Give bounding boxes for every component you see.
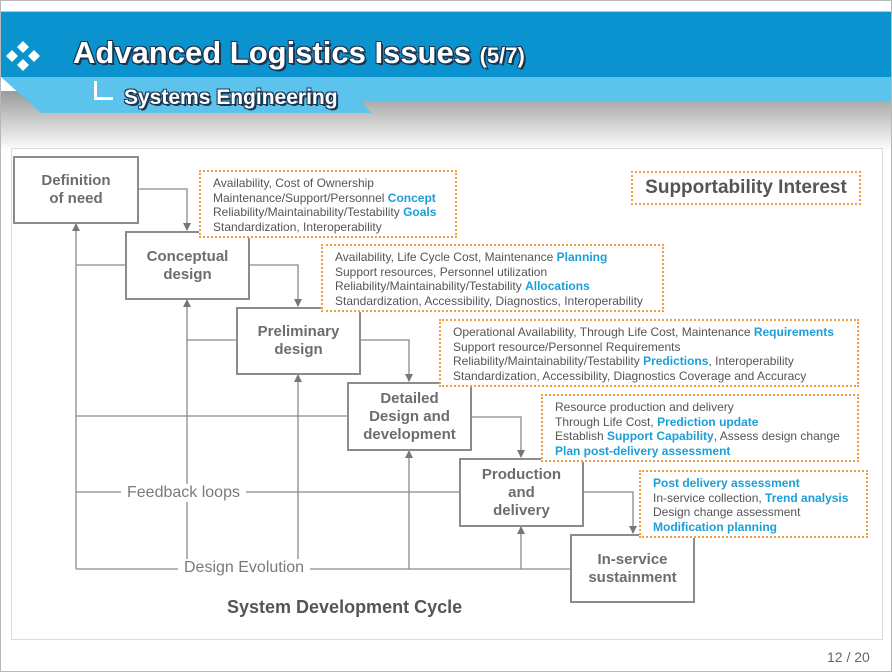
note-text: Standardization, Accessibility, Diagnost… [453,368,807,383]
diamond-bullet-icon [6,41,40,71]
stage-conceptual-design: Conceptual design [125,231,250,300]
note-text: , Interoperability [708,354,794,369]
note-keyword: Planning [556,250,608,264]
flow-arrow [360,339,413,382]
note-keyword: Plan post-delivery assessment [555,443,731,458]
note-preliminary: Availability, Life Cycle Cost, Maintenan… [321,244,664,312]
note-line: Modification planning [653,520,860,535]
note-text: Reliability/Maintainability/Testability [335,279,526,294]
page-subtitle: Systems Engineering [124,86,338,109]
note-line: Maintenance/Support/Personnel Concept [213,191,449,206]
note-text: Design change assessment [653,505,801,520]
note-text: In-service collection, [653,490,766,505]
header-graphic [1,9,891,151]
note-keyword: Goals [403,205,437,220]
note-text: Availability, Cost of Ownership [213,176,374,190]
note-text: Through Life Cost, [555,414,658,429]
supportability-interest-label: Supportability Interest [631,171,861,205]
note-line: Availability, Life Cycle Cost, Maintenan… [335,250,656,265]
note-text: Reliability/Maintainability/Testability [213,205,404,220]
flow-arrow [583,491,637,534]
diagram-caption: System Development Cycle [227,597,463,617]
note-text: Maintenance/Support/Personnel [213,190,388,205]
note-line: Design change assessment [653,505,860,520]
note-text: Resource production and delivery [555,400,734,414]
note-text: , Assess design change [713,429,840,444]
stage-preliminary-design: Preliminary design [236,307,361,375]
stage-definition-of-need: Definition of need [13,156,139,224]
note-line: Availability, Cost of Ownership [213,176,449,191]
page-number: 12 / 20 [827,649,870,665]
note-text: Support resources, Personnel utilization [335,264,548,279]
flow-arrow [471,416,525,458]
note-text: Operational Availability, Through Life C… [453,325,754,339]
note-text: Standardization, Accessibility, Diagnost… [335,293,643,308]
note-keyword: Post delivery assessment [653,476,800,490]
note-text: Reliability/Maintainability/Testability [453,354,644,369]
note-detailed: Operational Availability, Through Life C… [439,319,859,387]
note-line: Standardization, Interoperability [213,220,449,235]
note-line: Standardization, Accessibility, Diagnost… [453,369,851,384]
note-line: Plan post-delivery assessment [555,444,851,459]
note-line: Resource production and delivery [555,400,851,415]
note-line: Support resources, Personnel utilization [335,265,656,280]
stage-in-service-sustainment: In-service sustainment [570,534,695,603]
note-text: Standardization, Interoperability [213,219,382,234]
note-line: Reliability/Maintainability/Testability … [453,354,851,369]
note-line: Operational Availability, Through Life C… [453,325,851,340]
note-line: Through Life Cost, Prediction update [555,415,851,430]
note-keyword: Allocations [525,279,590,294]
subtitle-band [1,77,891,113]
stage-detailed-design: Detailed Design and development [347,382,472,451]
note-text: Support resource/Personnel Requirements [453,339,681,354]
header-band [1,11,891,77]
note-text: Establish [555,429,608,444]
design-evolution-label: Design Evolution [178,559,311,577]
note-line: Support resource/Personnel Requirements [453,340,851,355]
note-keyword: Support Capability [607,429,714,444]
note-keyword: Predictions [643,354,709,369]
note-keyword: Requirements [753,325,834,339]
note-keyword: Trend analysis [765,490,849,505]
note-keyword: Prediction update [657,414,759,429]
note-keyword: Concept [387,190,436,205]
note-line: Standardization, Accessibility, Diagnost… [335,294,656,309]
note-line: Reliability/Maintainability/Testability … [213,205,449,220]
note-line: Post delivery assessment [653,476,860,491]
flow-arrow [249,264,302,307]
stage-production-delivery: Production and delivery [459,458,584,527]
note-text: Availability, Life Cycle Cost, Maintenan… [335,250,557,264]
title-part: (5/7) [479,43,525,68]
page-title: Advanced Logistics Issues (5/7) [73,35,525,71]
flow-arrow [138,188,191,231]
subtitle-corner-icon [94,81,113,100]
note-line: Reliability/Maintainability/Testability … [335,279,656,294]
note-line: In-service collection, Trend analysis [653,491,860,506]
note-keyword: Modification planning [653,519,777,534]
note-line: Establish Support Capability, Assess des… [555,429,851,444]
feedback-loops-label: Feedback loops [121,484,246,502]
title-text: Advanced Logistics Issues [73,35,471,70]
